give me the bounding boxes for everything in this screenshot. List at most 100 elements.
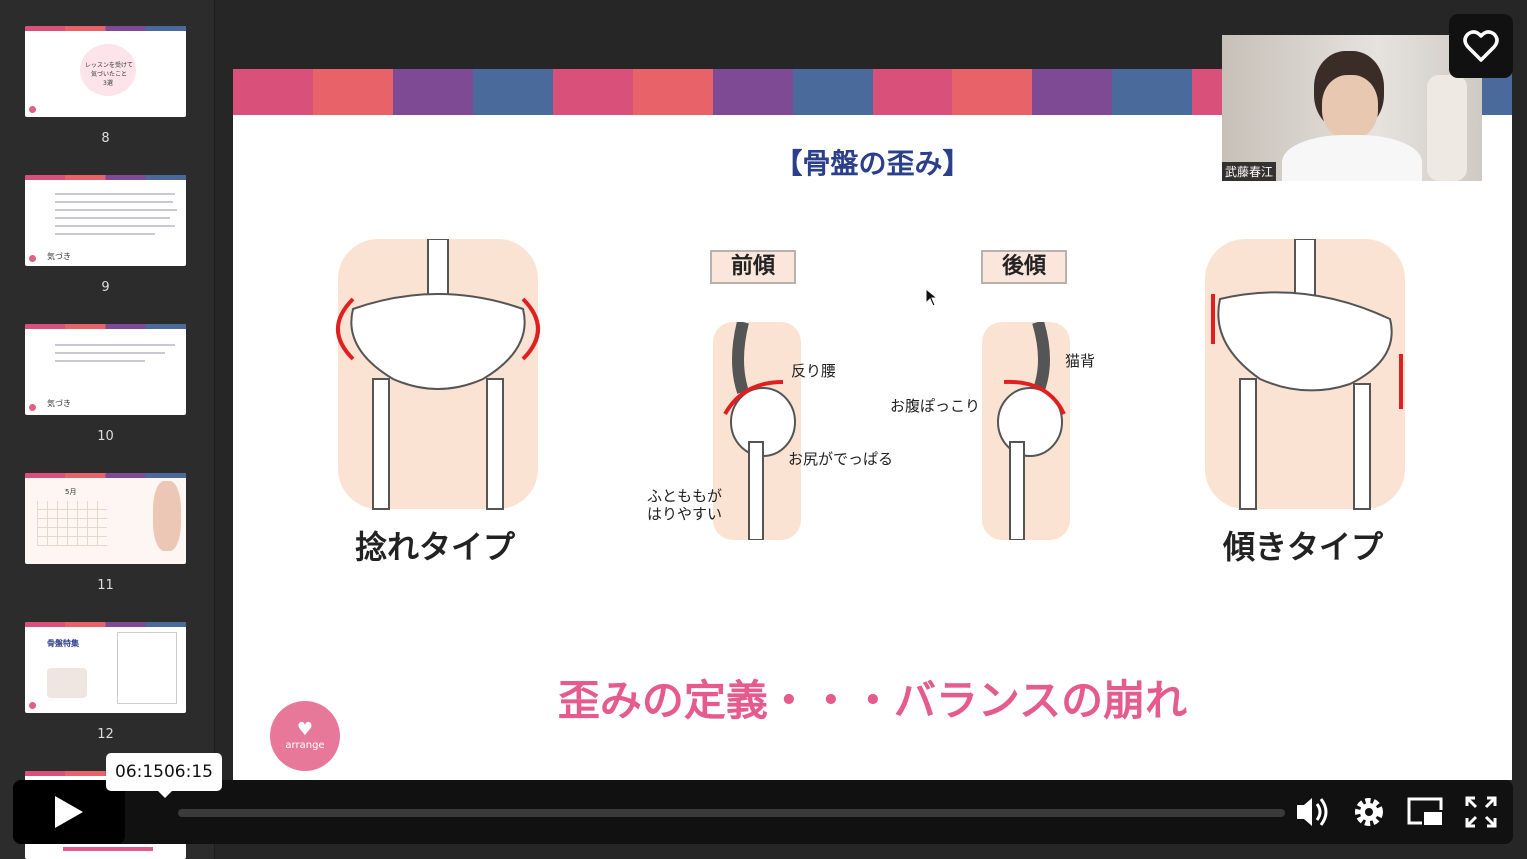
- slide-number-11: 11: [97, 578, 114, 593]
- thumb-bubble: [80, 44, 136, 96]
- left-femur: [1239, 378, 1257, 510]
- left-rotation-arrow: [336, 297, 355, 361]
- thumb-pelvis-image: [47, 668, 87, 698]
- stripe-segment: [392, 69, 473, 115]
- thumb-leaf-decoration: [153, 481, 181, 551]
- volume-icon: [1297, 798, 1328, 826]
- thumb-text: レッスンを受けて: [85, 62, 134, 69]
- thumb-stripe: [25, 473, 186, 478]
- thumb-text-line: [55, 201, 173, 203]
- stripe-segment: [233, 69, 313, 115]
- thumb-title: 骨盤特集: [47, 639, 79, 648]
- label-futomomo-2: はりやすい: [647, 505, 723, 523]
- stripe-segment: [712, 69, 793, 115]
- stripe-segment: [632, 69, 713, 115]
- slide-number-9: 9: [101, 280, 110, 295]
- fullscreen-button[interactable]: [1459, 780, 1503, 844]
- thumb-box: [117, 632, 177, 704]
- pelvis-bone: [350, 293, 526, 390]
- slide-thumbnail-11[interactable]: 5月: [25, 473, 186, 564]
- progress-bar[interactable]: [178, 809, 1285, 817]
- thumb-text-line: [55, 360, 145, 362]
- slide-number-8: 8: [101, 131, 110, 146]
- presentation-slide: 【骨盤の歪み】 捻れタイプ 前傾 反り腰 お尻がでっぱる ふとももが はりやすい…: [233, 69, 1512, 780]
- tilt-type-label: 傾きタイプ: [1223, 528, 1384, 566]
- arrange-logo: ♥ arrange: [270, 701, 340, 771]
- twist-pelvis-illustration: [336, 239, 540, 510]
- thumb-dot: [29, 106, 36, 113]
- slide-number-10: 10: [97, 429, 114, 444]
- thumb-text: 気づいたこと: [91, 71, 128, 78]
- forward-arrow: [723, 380, 784, 416]
- webcam-name-label: 武藤春江: [1222, 162, 1277, 181]
- label-oshiri: お尻がでっぱる: [788, 450, 894, 468]
- right-rotation-arrow: [521, 297, 540, 361]
- stripe-segment: [1032, 69, 1113, 115]
- thumb-month: 5月: [65, 488, 77, 496]
- slide-thumbnail-10[interactable]: 気づき: [25, 324, 186, 415]
- person-face: [1322, 75, 1378, 139]
- spine-bone: [732, 322, 749, 394]
- settings-button[interactable]: [1347, 780, 1391, 844]
- thumb-text-line: [55, 352, 165, 354]
- pelvis-bone: [1217, 291, 1393, 392]
- heart-icon: [1463, 30, 1499, 62]
- twist-type-label: 捻れタイプ: [355, 528, 516, 566]
- thumb-pink-line: [63, 847, 153, 851]
- label-futomomo-1: ふとももが: [647, 487, 723, 505]
- play-icon: [55, 796, 83, 828]
- logo-text: arrange: [285, 740, 325, 751]
- slide-thumbnail-9[interactable]: 気づき: [25, 175, 186, 266]
- stripe-segment: [952, 69, 1033, 115]
- femur-bone: [1009, 441, 1025, 540]
- slide-thumbnail-sidebar: レッスンを受けて 気づいたこと 3選 8 気づき 9 気づき 10 5月 11 …: [0, 0, 215, 859]
- tooltip-arrow: [157, 790, 173, 798]
- time-tooltip: 06:1506:15: [106, 753, 222, 791]
- definition-text: 歪みの定義・・・バランスの崩れ: [557, 676, 1188, 725]
- thumb-dot: [29, 255, 36, 262]
- backward-tilt-illustration: [982, 322, 1070, 540]
- slide-thumbnail-12[interactable]: 骨盤特集: [25, 622, 186, 713]
- thumb-dot: [29, 404, 36, 411]
- pip-button[interactable]: [1403, 780, 1447, 844]
- thumb-dot: [29, 702, 36, 709]
- volume-button[interactable]: [1291, 780, 1335, 844]
- right-femur: [486, 378, 504, 510]
- forward-tilt-tag: 前傾: [710, 250, 796, 284]
- pelvis-bone: [997, 387, 1063, 457]
- backward-tilt-tag: 後傾: [981, 250, 1067, 284]
- mouse-cursor-icon: [926, 289, 938, 307]
- webcam-overlay: 武藤春江: [1222, 35, 1482, 181]
- person-shirt: [1282, 135, 1422, 181]
- thumb-stripe: [25, 771, 186, 776]
- thumb-calendar: [37, 501, 107, 546]
- slide-thumbnail-8[interactable]: レッスンを受けて 気づいたこと 3選: [25, 26, 186, 117]
- forward-tilt-illustration: [713, 322, 801, 540]
- skeleton-model: [1427, 75, 1467, 181]
- thumb-text-line: [55, 193, 175, 195]
- thumb-text: 3選: [103, 80, 113, 87]
- right-femur: [1353, 383, 1371, 510]
- play-button[interactable]: [13, 780, 125, 844]
- logo-heart-icon: ♥: [296, 719, 314, 740]
- thumb-caption: 気づき: [47, 399, 71, 408]
- stripe-segment: [792, 69, 873, 115]
- thumb-text-line: [55, 233, 155, 235]
- thumb-text-line: [55, 217, 170, 219]
- thumb-text-line: [55, 225, 175, 227]
- thumb-stripe: [25, 622, 186, 627]
- like-button[interactable]: [1449, 14, 1513, 78]
- label-sori: 反り腰: [791, 362, 837, 380]
- thumb-text-line: [55, 209, 177, 211]
- fullscreen-icon: [1465, 796, 1497, 828]
- slide-number-12: 12: [97, 727, 114, 742]
- left-femur: [372, 378, 390, 510]
- stripe-segment: [872, 69, 953, 115]
- stripe-segment: [312, 69, 393, 115]
- spine-bone: [1032, 322, 1050, 395]
- thumb-text-line: [55, 344, 175, 346]
- picture-in-picture-icon: [1407, 797, 1444, 827]
- stripe-segment: [472, 69, 553, 115]
- gear-icon: [1355, 798, 1383, 826]
- tilt-pelvis-illustration: [1205, 239, 1405, 510]
